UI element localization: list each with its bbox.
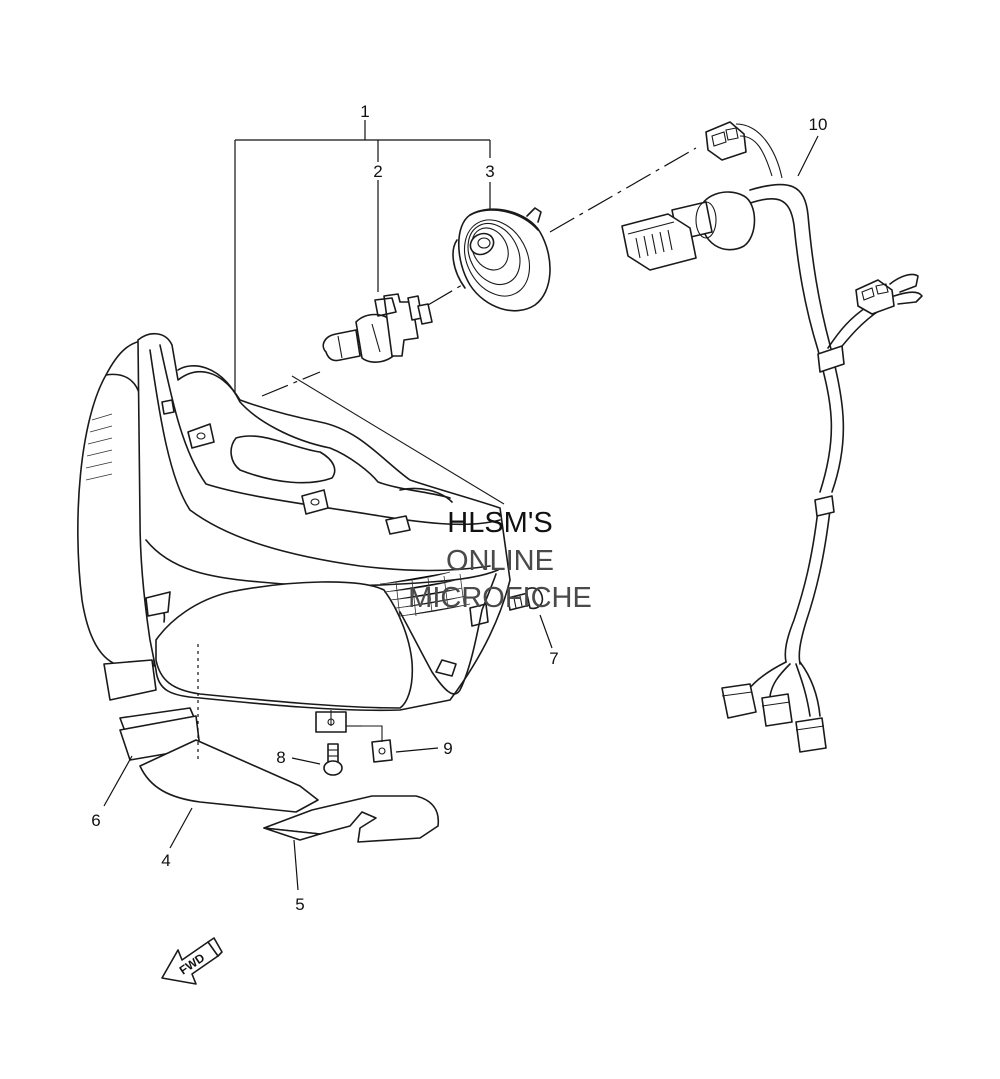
callout-10: 10 — [809, 115, 828, 134]
callout-6: 6 — [91, 811, 100, 830]
callout-4: 4 — [161, 851, 170, 870]
callout-8: 8 — [276, 748, 285, 767]
bulb-cover-part-3 — [452, 207, 551, 312]
callout-1: 1 — [360, 102, 369, 121]
watermark-line-2: ONLINE — [446, 545, 554, 577]
callout-5: 5 — [295, 895, 304, 914]
panel-part-5 — [263, 795, 440, 843]
watermark-line-3: MICROFICHE — [408, 582, 592, 614]
bracket-part-1 — [234, 120, 491, 405]
bulb-part-2 — [322, 293, 433, 363]
watermark-line-1: HLSM'S — [447, 507, 552, 539]
callout-2: 2 — [373, 162, 382, 181]
panel-part-4 — [139, 739, 319, 813]
forward-arrow-icon: FWD — [161, 937, 223, 985]
nut-part-9 — [371, 739, 393, 763]
callout-9: 9 — [443, 739, 452, 758]
callout-7: 7 — [549, 649, 558, 668]
callout-3: 3 — [485, 162, 494, 181]
bolt-part-8 — [323, 743, 343, 776]
assembly-lines — [197, 147, 697, 760]
callout-leaders — [103, 135, 819, 891]
wire-harness-part-10 — [621, 121, 923, 753]
headlight-assembly — [77, 332, 511, 735]
bolt-part-7 — [507, 587, 544, 611]
